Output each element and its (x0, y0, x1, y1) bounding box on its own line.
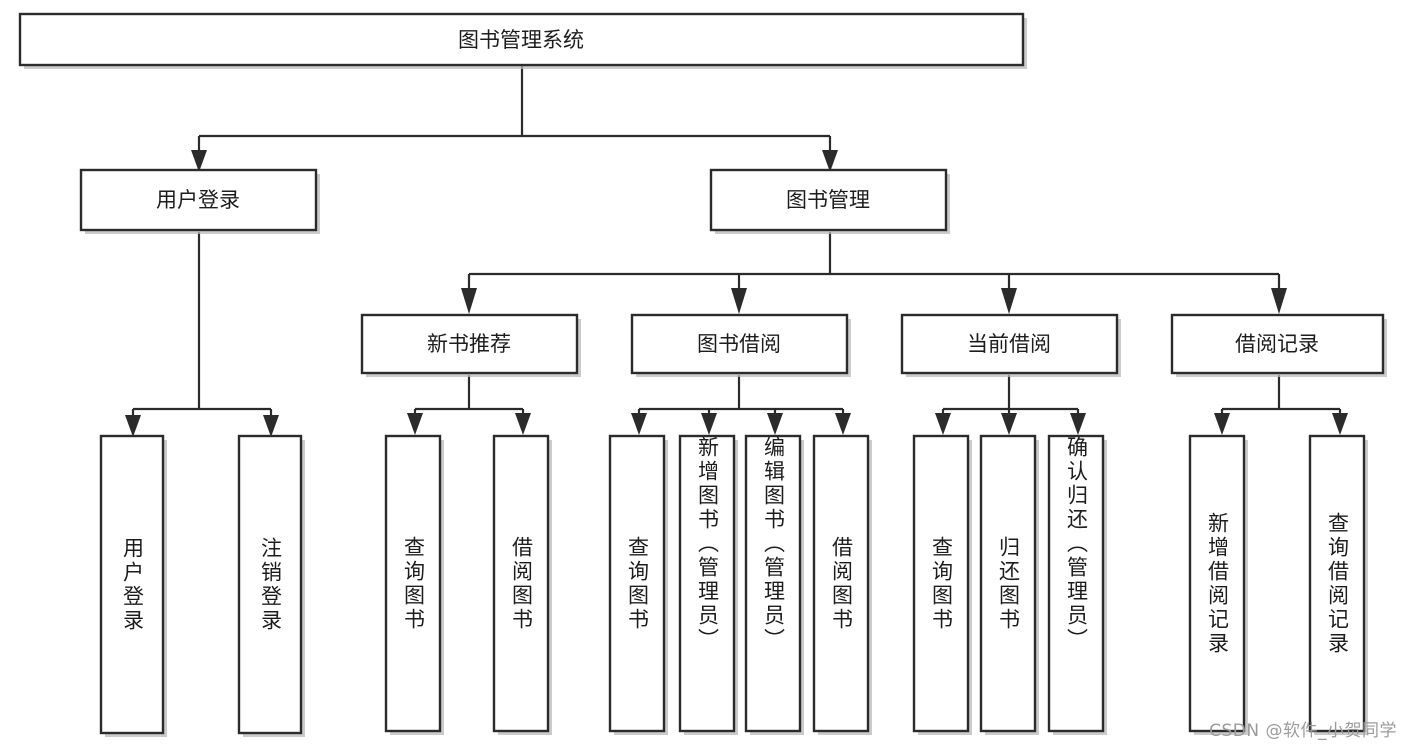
edges-layer (125, 65, 1348, 437)
node-book-borrow[interactable]: 图书借阅 (630, 313, 851, 377)
node-leaf-query-borrow-record-box (1308, 434, 1366, 733)
arrow-to-new-book-recommend (461, 288, 477, 314)
node-book-manage-label: 图书管理 (786, 188, 870, 212)
node-leaf-query-book-1-box (384, 434, 442, 733)
node-leaf-query-book-3[interactable] (912, 434, 972, 735)
arrow-to-user-login (191, 150, 207, 172)
node-current-borrow[interactable]: 当前借阅 (900, 313, 1121, 377)
arrow-to-book-manage (822, 150, 838, 172)
arrow-to-borrow-record (1271, 288, 1287, 314)
arrow-to-leaf-add-borrow-record (1214, 413, 1230, 435)
arrow-to-leaf-user-login (125, 415, 141, 437)
edge-current-borrow-trunk (941, 375, 1080, 418)
node-borrow-record-box (1170, 313, 1385, 375)
node-root-label: 图书管理系统 (458, 28, 584, 52)
node-leaf-add-book[interactable] (678, 434, 738, 735)
node-leaf-borrow-book-2[interactable] (812, 434, 872, 735)
node-user-login-label: 用户登录 (156, 188, 240, 212)
node-leaf-edit-book-box (744, 434, 802, 733)
node-leaf-add-book-box (678, 434, 736, 733)
node-leaf-user-login-box (99, 434, 165, 735)
arrow-to-leaf-edit-book (767, 413, 783, 435)
node-leaf-logout-login-box (237, 434, 303, 735)
arrow-to-leaf-confirm-return (1070, 413, 1086, 435)
node-book-borrow-box (630, 313, 849, 375)
csdn-watermark: CSDN @软件_小贺同学 (1209, 721, 1397, 741)
nodes-layer: 图书管理系统 用户登录 图书管理 新书推荐 (18, 12, 1387, 737)
node-leaf-logout-login[interactable] (237, 434, 305, 737)
node-book-manage[interactable]: 图书管理 (709, 168, 950, 234)
node-leaf-confirm-return[interactable] (1047, 434, 1107, 735)
arrow-to-leaf-return-book (1001, 413, 1017, 435)
arrow-to-leaf-query-borrow-record (1332, 413, 1348, 435)
arrow-to-current-borrow (1001, 288, 1017, 314)
arrow-to-leaf-logout-login (263, 415, 279, 437)
edge-book-manage-trunk (467, 232, 1281, 288)
arrow-to-book-borrow (731, 288, 747, 314)
node-leaf-query-book-3-box (912, 434, 970, 733)
node-leaf-confirm-return-box (1047, 434, 1105, 733)
node-leaf-borrow-book-1[interactable] (492, 434, 552, 735)
node-leaf-edit-book[interactable] (744, 434, 804, 735)
node-leaf-query-book-2-box (608, 434, 666, 733)
node-root[interactable]: 图书管理系统 (18, 12, 1027, 69)
edge-borrow-record-trunk (1220, 375, 1342, 418)
node-leaf-add-borrow-record-box (1188, 434, 1246, 733)
node-leaf-borrow-book-1-box (492, 434, 550, 733)
arrow-to-leaf-query-book-3 (935, 413, 951, 435)
edge-user-login-trunk (131, 232, 273, 420)
node-leaf-query-book-2[interactable] (608, 434, 668, 735)
arrow-to-leaf-borrow-book-2 (835, 413, 851, 435)
node-book-borrow-label: 图书借阅 (697, 332, 781, 356)
arrow-to-leaf-borrow-book-1 (515, 413, 531, 435)
node-new-book-recommend-label: 新书推荐 (427, 332, 511, 356)
edge-book-borrow-trunk (637, 375, 845, 418)
node-leaf-borrow-book-2-box (812, 434, 870, 733)
node-user-login[interactable]: 用户登录 (79, 168, 320, 234)
node-new-book-recommend[interactable]: 新书推荐 (360, 313, 581, 377)
node-leaf-return-book[interactable] (979, 434, 1039, 735)
node-borrow-record-label: 借阅记录 (1235, 332, 1319, 356)
node-leaf-add-borrow-record[interactable] (1188, 434, 1248, 735)
arrow-to-leaf-query-book-2 (631, 413, 647, 435)
node-leaf-user-login[interactable] (99, 434, 167, 737)
edge-new-book-recommend-trunk (413, 375, 525, 418)
node-user-login-box (79, 168, 318, 232)
node-current-borrow-label: 当前借阅 (967, 332, 1051, 356)
edge-root-trunk (197, 65, 832, 155)
node-current-borrow-box (900, 313, 1119, 375)
node-leaf-return-book-box (979, 434, 1037, 733)
node-leaf-query-book-1[interactable] (384, 434, 444, 735)
node-new-book-recommend-box (360, 313, 579, 375)
node-leaf-query-borrow-record[interactable] (1308, 434, 1368, 735)
node-book-manage-box (709, 168, 948, 232)
arrow-to-leaf-add-book (701, 413, 717, 435)
arrow-to-leaf-query-book-1 (407, 413, 423, 435)
node-root-box (18, 12, 1025, 67)
node-borrow-record[interactable]: 借阅记录 (1170, 313, 1387, 377)
